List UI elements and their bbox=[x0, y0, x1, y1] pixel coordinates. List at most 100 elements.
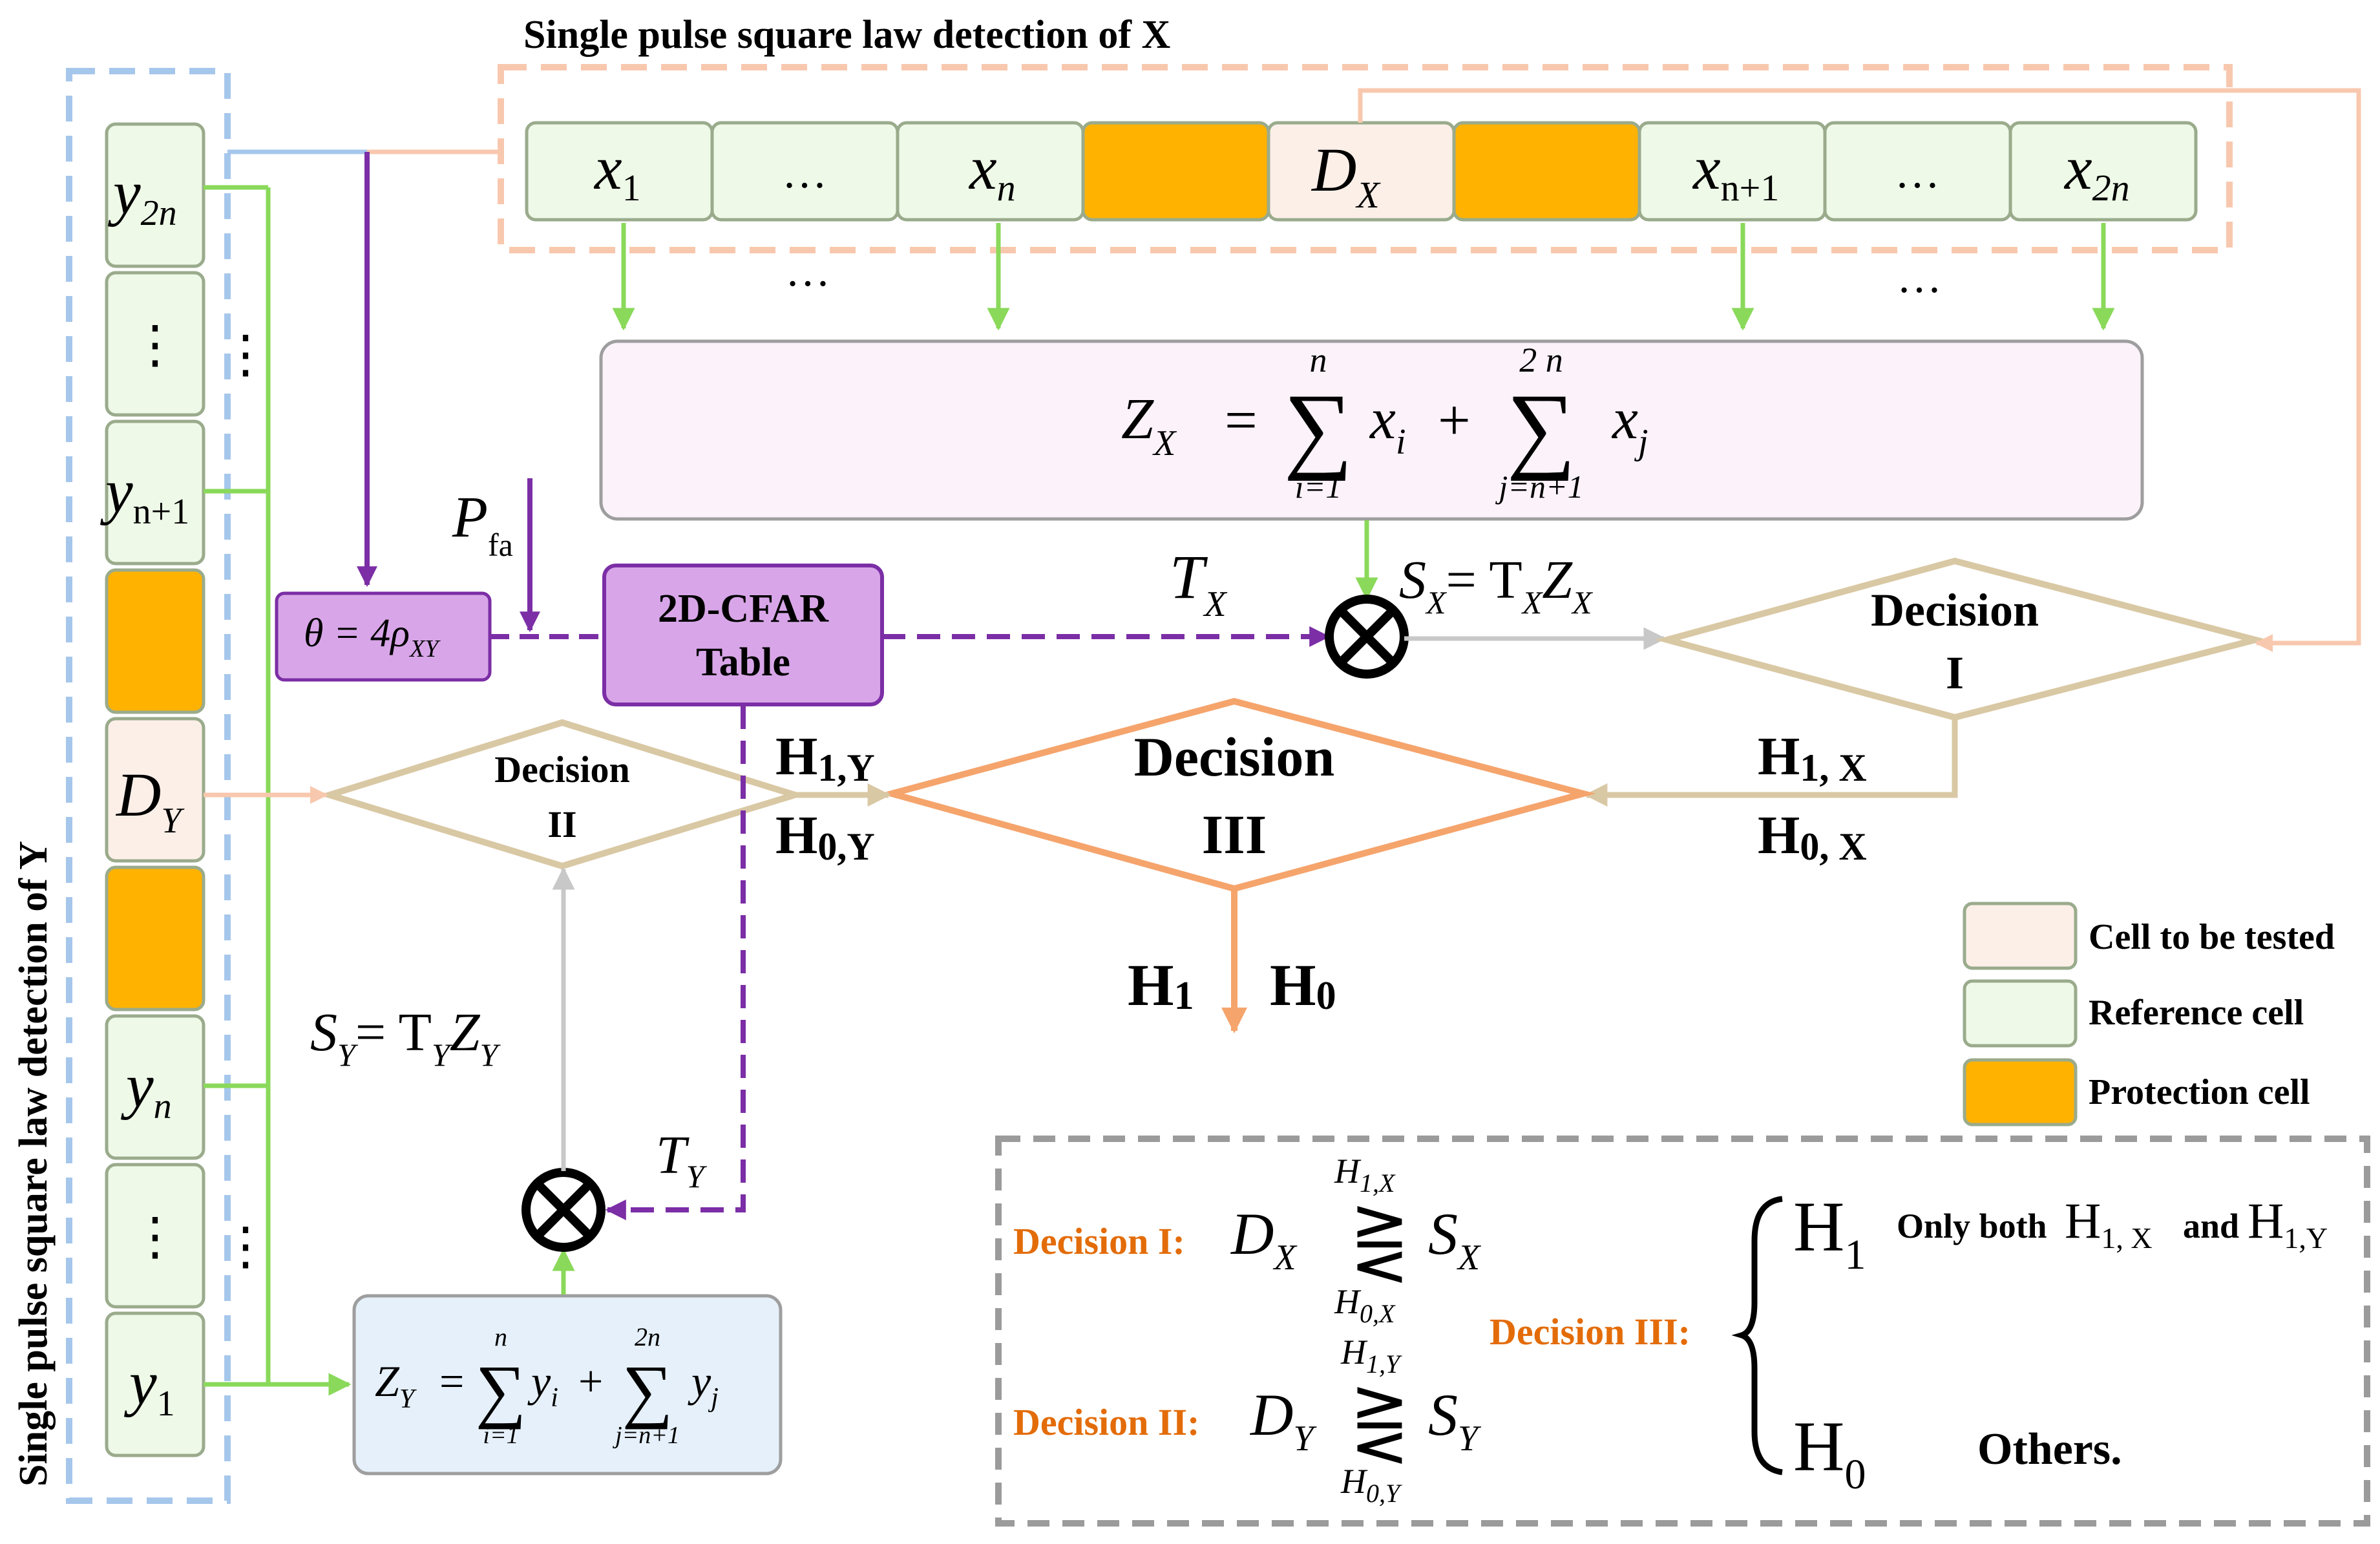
rule-dec1-S: SX bbox=[1428, 1201, 1482, 1278]
x1-label: x1 bbox=[593, 133, 641, 209]
legend-label-protection: Protection cell bbox=[2089, 1072, 2310, 1112]
rule-dec2-S: SY bbox=[1428, 1382, 1482, 1459]
tx-label: TX bbox=[1170, 542, 1228, 624]
decision-1-line2: I bbox=[1946, 647, 1964, 699]
rule-dec1-D: DX bbox=[1230, 1201, 1298, 1278]
rule-dec3-h1: H1 bbox=[1793, 1187, 1866, 1278]
svg-text:2 n: 2 n bbox=[1519, 341, 1563, 379]
zy-formula: ZY = ∑ n i=1 yi + ∑ 2n j=n+1 yj bbox=[375, 1322, 719, 1449]
decision-3-line2: III bbox=[1202, 803, 1267, 865]
x-under-dots-left: … bbox=[785, 246, 830, 296]
decision-rules-panel bbox=[995, 1136, 2370, 1527]
rule-dec3-brace bbox=[1731, 1196, 1783, 1475]
yn-label: yn bbox=[120, 1051, 172, 1126]
xn1-label: xn+1 bbox=[1692, 133, 1779, 209]
y-cell-under-test bbox=[105, 717, 205, 863]
x-dots-1-label: … bbox=[782, 148, 827, 198]
h0y-label: H0,Y bbox=[775, 805, 875, 868]
decision-2-line2: II bbox=[547, 803, 576, 845]
x-detection-title: Single pulse square law detection of X bbox=[523, 13, 1170, 57]
cfar-table-line1: 2D-CFAR bbox=[658, 587, 829, 631]
svg-text:ZX: ZX bbox=[1121, 387, 1177, 463]
h1y-label: H1,Y bbox=[775, 726, 875, 789]
svg-text:∑: ∑ bbox=[1507, 374, 1576, 481]
svg-text:n: n bbox=[494, 1322, 507, 1351]
rule-dec2-D: DY bbox=[1249, 1382, 1317, 1459]
legend-label-tested: Cell to be tested bbox=[2089, 917, 2335, 957]
svg-text:i=1: i=1 bbox=[1295, 469, 1342, 505]
svg-text:xi: xi bbox=[1369, 387, 1406, 462]
rule-dec3-label: Decision III: bbox=[1490, 1311, 1690, 1353]
rule-dec2-bot: H0,Y bbox=[1340, 1462, 1402, 1508]
dx-to-decision-1-line bbox=[1358, 88, 2361, 652]
x-detection-frame bbox=[498, 64, 2233, 253]
svg-text:j=n+1: j=n+1 bbox=[1495, 469, 1583, 505]
rule-dec1-bot: H0,X bbox=[1334, 1282, 1396, 1328]
y-protection-cell-2 bbox=[105, 865, 205, 1011]
y-side-dots-bottom: ⋮ bbox=[220, 1218, 271, 1275]
rule-dec2-cmp: ⋛ bbox=[1350, 1384, 1409, 1465]
y-protection-cell-1 bbox=[105, 568, 205, 714]
legend: Cell to be tested Reference cell Protect… bbox=[1963, 902, 2335, 1126]
rule-dec2-top: H1,Y bbox=[1340, 1333, 1402, 1379]
rule-dec1-top: H1,X bbox=[1334, 1152, 1396, 1198]
x-protection-cell-1 bbox=[1081, 121, 1270, 222]
yn1-label: yn+1 bbox=[100, 456, 189, 532]
decision-3-line1: Decision bbox=[1134, 726, 1335, 788]
svg-text:n: n bbox=[1310, 341, 1327, 379]
legend-swatch-tested bbox=[1963, 902, 2078, 970]
svg-text:i=1: i=1 bbox=[483, 1422, 518, 1449]
dx-label: DX bbox=[1311, 135, 1381, 216]
decision-3-diamond bbox=[879, 697, 1596, 893]
x-dots-2-label: … bbox=[1895, 148, 1940, 198]
decision-1-to-decision-3 bbox=[1584, 719, 1958, 807]
y2n-label: y2n bbox=[107, 158, 177, 233]
x2n-label: x2n bbox=[2063, 133, 2130, 209]
y-green-bus bbox=[204, 185, 271, 1384]
y-detection-title: Single pulse square law detection of Y bbox=[12, 841, 56, 1486]
svg-text:xj: xj bbox=[1611, 387, 1648, 462]
svg-text:ZY: ZY bbox=[375, 1357, 417, 1414]
y-cell-vdots-bottom bbox=[105, 1163, 205, 1309]
sx-equation: SX= TXZX bbox=[1399, 550, 1594, 620]
y-side-dots-top: ⋮ bbox=[220, 326, 271, 383]
svg-text:∑: ∑ bbox=[476, 1351, 526, 1430]
theta-formula: θ = 4ρXY bbox=[304, 611, 441, 662]
svg-text:+: + bbox=[1438, 388, 1471, 452]
rule-dec3-h1y: H1,Y bbox=[2248, 1192, 2328, 1254]
ty-label: TY bbox=[656, 1125, 708, 1194]
xn-label: xn bbox=[968, 133, 1016, 209]
y-vdots-top-label: ⋮ bbox=[129, 317, 181, 374]
rule-dec3-only-both: Only both bbox=[1897, 1207, 2047, 1245]
output-h1: H1 bbox=[1128, 952, 1194, 1018]
svg-text:2n: 2n bbox=[635, 1322, 660, 1351]
x-under-dots-right: … bbox=[1897, 253, 1942, 302]
decision-2-line1: Decision bbox=[494, 748, 629, 790]
decision-1-line1: Decision bbox=[1871, 584, 2039, 636]
rule-dec1-cmp: ⋛ bbox=[1350, 1203, 1409, 1284]
svg-text:∑: ∑ bbox=[1284, 374, 1353, 481]
rule-dec1-label: Decision I: bbox=[1013, 1220, 1185, 1262]
svg-text:yj: yj bbox=[688, 1357, 719, 1413]
pfa-label: Pfa bbox=[452, 485, 513, 563]
zx-formula-box bbox=[599, 339, 2144, 521]
x-cell-row bbox=[525, 121, 2198, 222]
output-h0: H0 bbox=[1270, 952, 1336, 1018]
y-vdots-bottom-label: ⋮ bbox=[129, 1209, 181, 1265]
y-detection-frame bbox=[66, 68, 231, 1504]
y-cell-vdots-top bbox=[105, 271, 205, 417]
x-protection-cell-2 bbox=[1452, 121, 1641, 222]
zx-formula: ZX = ∑ n i=1 xi + ∑ 2 n j=n+1 xj bbox=[1121, 341, 1648, 505]
y-cell-y2n bbox=[105, 122, 205, 268]
rule-dec3-h1x: H1, X bbox=[2065, 1192, 2153, 1254]
rule-dec2-label: Decision II: bbox=[1013, 1401, 1199, 1443]
cfar-table-line2: Table bbox=[696, 640, 790, 684]
dy-label: DY bbox=[115, 760, 185, 841]
svg-text:∑: ∑ bbox=[622, 1351, 673, 1430]
svg-text:=: = bbox=[1225, 388, 1258, 452]
rule-dec3-others: Others. bbox=[1977, 1424, 2122, 1474]
cfar-to-multiplier-y bbox=[611, 706, 746, 1212]
legend-label-reference: Reference cell bbox=[2089, 993, 2304, 1033]
zy-formula-box bbox=[352, 1294, 783, 1475]
sy-equation: SY= TYZY bbox=[310, 1002, 501, 1073]
